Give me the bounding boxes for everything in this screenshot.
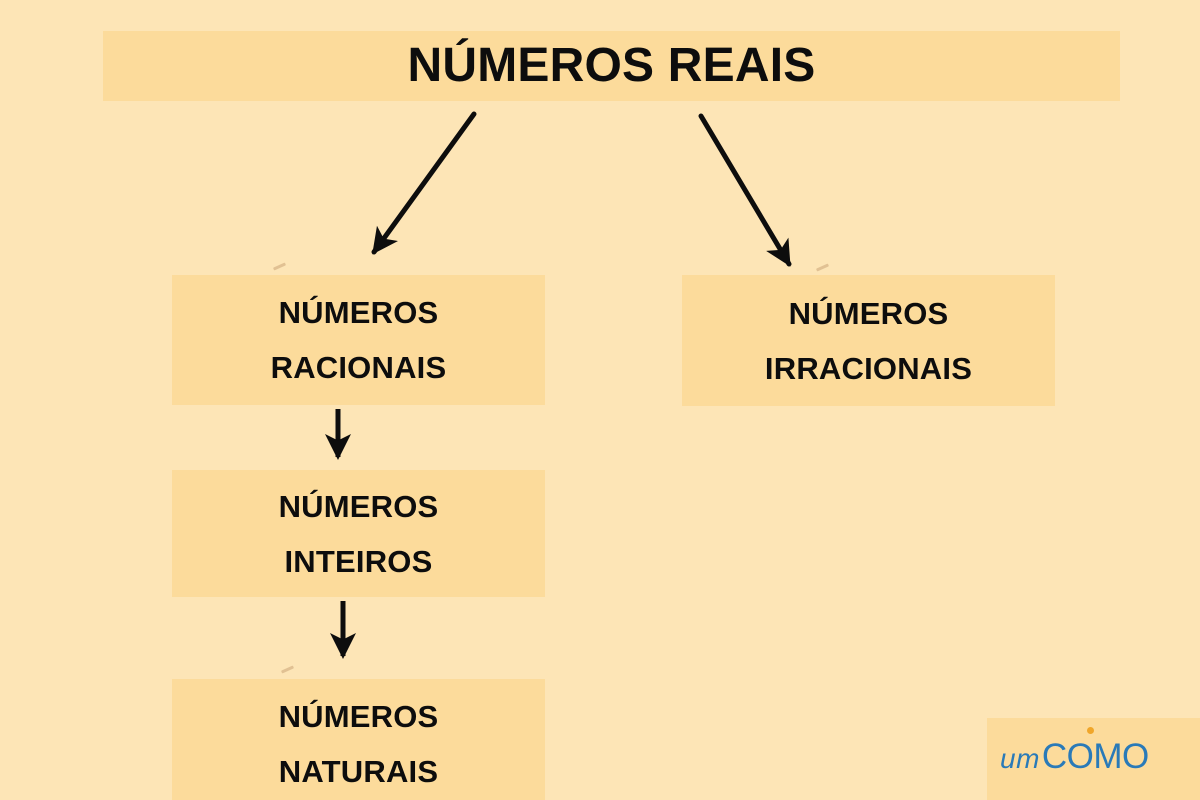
logo-prefix-text: um <box>1000 743 1040 774</box>
umcomo-logo: um COMO <box>1000 727 1190 783</box>
node-label-line-1: NÚMEROS <box>278 699 439 734</box>
clipped-accent-artifact <box>280 665 295 674</box>
node-label-line-2: IRRACIONAIS <box>764 350 973 386</box>
node-numeros-racionais[interactable]: NÚMEROS RACIONAIS <box>172 275 545 405</box>
edge-reais-to-irracionais <box>698 113 792 267</box>
node-numeros-inteiros[interactable]: NÚMEROS INTEIROS <box>172 470 545 597</box>
node-label-line-1: NÚMEROS <box>278 295 439 330</box>
clipped-accent-artifact <box>272 262 287 271</box>
node-title-line: NÚMEROS REAIS <box>407 39 816 92</box>
node-numeros-naturais[interactable]: NÚMEROS NATURAIS <box>172 679 545 800</box>
node-numeros-irracionais[interactable]: NÚMEROS IRRACIONAIS <box>682 275 1055 406</box>
edge-reais-to-racionais <box>371 111 477 255</box>
node-label-line-1: NÚMEROS <box>278 488 439 524</box>
clipped-accent-artifact <box>815 263 830 272</box>
logo-dot-icon <box>1086 727 1094 734</box>
logo-name-label: COMO <box>1041 737 1149 776</box>
node-numeros-reais[interactable]: NÚMEROS REAIS <box>103 31 1120 101</box>
logo-name-text: COMO <box>1041 727 1149 776</box>
node-label-line-2: INTEIROS <box>284 543 433 579</box>
node-label-line-2: RACIONAIS <box>270 350 447 385</box>
node-label-line-2: NATURAIS <box>278 754 439 789</box>
node-label-line-1: NÚMEROS <box>788 295 949 331</box>
